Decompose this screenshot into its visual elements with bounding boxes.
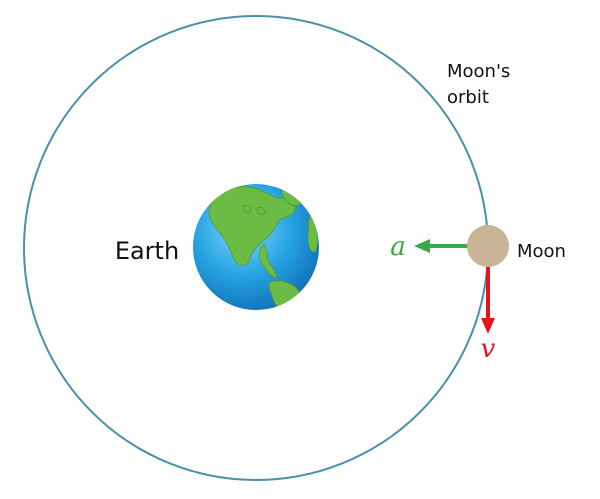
acceleration-arrow xyxy=(414,239,468,253)
moon-label: Moon xyxy=(517,241,566,262)
earth-label: Earth xyxy=(115,237,179,265)
orbit-label-line2: orbit xyxy=(447,87,489,108)
orbit-label-line1: Moon's xyxy=(447,61,510,82)
moon-disc-icon xyxy=(467,225,509,267)
earth-globe-icon xyxy=(193,184,319,310)
acceleration-label: a xyxy=(390,232,406,262)
velocity-arrow xyxy=(481,266,495,334)
velocity-label: v xyxy=(481,334,496,364)
